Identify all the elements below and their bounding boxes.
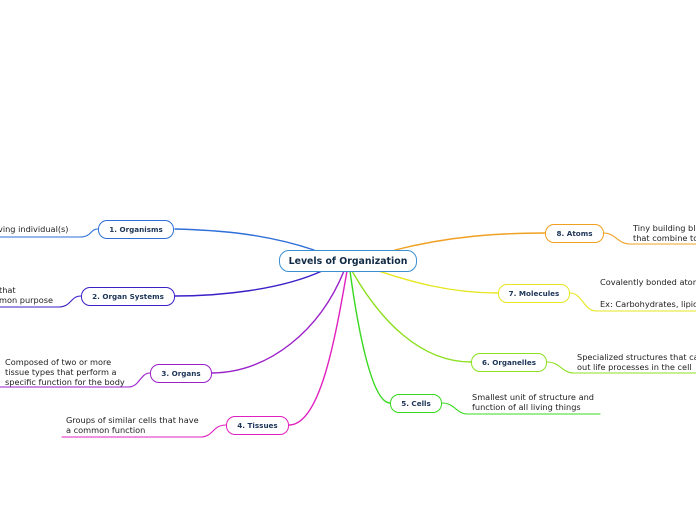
note-line-connector xyxy=(61,424,227,438)
branch-line xyxy=(351,270,472,363)
note-line: Ex: Carbohydrates, lipid xyxy=(600,299,696,309)
topic-molecules[interactable]: 7. Molecules xyxy=(498,284,570,303)
note-line-connector xyxy=(0,372,151,388)
branch-line xyxy=(174,270,323,297)
note-line: Tiny building blo xyxy=(633,223,696,233)
branch-line xyxy=(369,267,499,294)
topic-label: 2. Organ Systems xyxy=(92,292,164,301)
topic-cells[interactable]: 5. Cells xyxy=(390,394,442,413)
topic-atoms[interactable]: 8. Atoms xyxy=(545,224,604,243)
branch-line xyxy=(288,270,348,426)
topic-label: 3. Organs xyxy=(161,369,201,378)
branch-line xyxy=(174,228,315,251)
note-line-connector xyxy=(0,228,99,238)
note-line: specific function for the body xyxy=(5,377,125,387)
topic-label: 8. Atoms xyxy=(556,229,593,238)
note-molecules: Covalently bonded atom Ex: Carbohydrates… xyxy=(600,277,696,310)
central-topic-levels-of-organization[interactable]: Levels of Organization xyxy=(279,250,417,272)
topic-label: 7. Molecules xyxy=(508,289,560,298)
note-cells: Smallest unit of structure and function … xyxy=(472,392,594,412)
note-line: Covalently bonded atom xyxy=(600,277,696,287)
branch-line xyxy=(394,232,546,251)
topic-label: 6. Organelles xyxy=(482,358,536,367)
note-line-connector xyxy=(569,292,696,312)
topic-organ-systems[interactable]: 2. Organ Systems xyxy=(81,287,175,306)
branch-line xyxy=(349,270,391,404)
note-line: out life processes in the cell xyxy=(577,362,692,372)
note-organisms: ving individual(s) xyxy=(0,224,69,234)
note-line: Smallest unit of structure and xyxy=(472,392,594,402)
note-line: mon purpose xyxy=(0,295,54,305)
note-line: tissue types that perform a xyxy=(5,367,117,377)
note-organelles: Specialized structures that ca out life … xyxy=(577,352,696,372)
note-line-connector xyxy=(603,232,696,245)
note-organ-systems: that mon purpose xyxy=(0,285,53,305)
note-line xyxy=(600,288,696,299)
note-line: ving individual(s) xyxy=(0,224,69,234)
note-atoms: Tiny building blo that combine to xyxy=(633,223,696,243)
note-line-connector xyxy=(546,361,696,374)
note-line: function of all living things xyxy=(472,402,581,412)
topic-tissues[interactable]: 4. Tissues xyxy=(226,416,289,435)
topic-label: 1. Organisms xyxy=(109,225,163,234)
topic-label: 4. Tissues xyxy=(237,421,278,430)
topic-organs[interactable]: 3. Organs xyxy=(150,364,212,383)
note-line-connector xyxy=(441,402,601,415)
note-line-connector xyxy=(0,295,82,308)
note-line: a common function xyxy=(66,425,146,435)
note-line: Specialized structures that ca xyxy=(577,352,696,362)
note-line: that xyxy=(0,285,16,295)
note-organs: Composed of two or more tissue types tha… xyxy=(5,357,125,387)
topic-organelles[interactable]: 6. Organelles xyxy=(471,353,547,372)
topic-organisms[interactable]: 1. Organisms xyxy=(98,220,174,239)
note-line: that combine to xyxy=(633,233,696,243)
central-topic-label: Levels of Organization xyxy=(288,255,408,267)
note-line: Composed of two or more xyxy=(5,357,112,367)
note-line: Groups of similar cells that have xyxy=(66,415,199,425)
note-tissues: Groups of similar cells that have a comm… xyxy=(66,415,199,435)
topic-label: 5. Cells xyxy=(401,399,431,408)
branch-line xyxy=(211,270,345,374)
